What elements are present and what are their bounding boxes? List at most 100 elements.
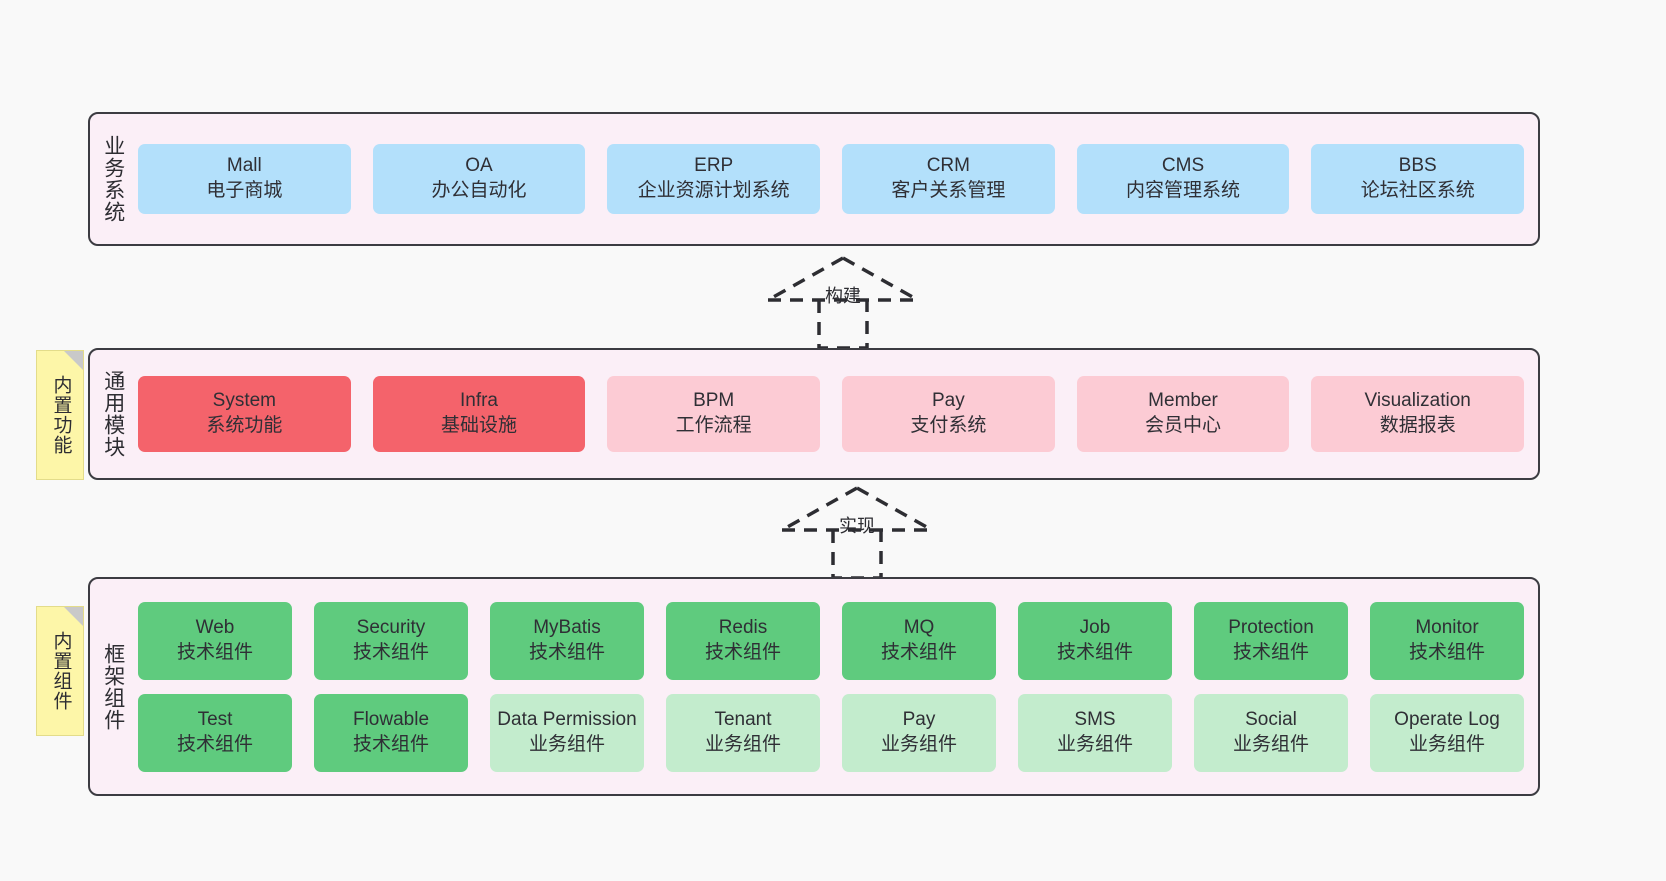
card-mq[interactable]: MQ 技术组件	[842, 601, 996, 680]
card-subtitle: 技术组件	[1056, 641, 1133, 663]
card-subtitle: 基础设施	[441, 415, 518, 436]
layer-general-modules: 通用模块 System 系统功能 Infra 基础设施 BPM 工作流程 Pay…	[88, 348, 1540, 480]
card-flowable[interactable]: Flowable 技术组件	[314, 693, 468, 772]
layer-body-business-system: Mall 电子商城 OA 办公自动化 ERP 企业资源计划系统 CRM 客户关系…	[136, 114, 1538, 244]
card-subtitle: 业务组件	[704, 733, 781, 755]
card-row: Mall 电子商城 OA 办公自动化 ERP 企业资源计划系统 CRM 客户关系…	[138, 144, 1525, 214]
card-operate-log[interactable]: Operate Log 业务组件	[1370, 693, 1524, 772]
folded-corner-icon	[64, 351, 83, 370]
card-subtitle: 技术组件	[880, 641, 957, 663]
layer-body-framework-components: Web 技术组件 Security 技术组件 MyBatis 技术组件 Redi…	[136, 579, 1538, 794]
card-bpm[interactable]: BPM 工作流程	[607, 376, 821, 452]
sticky-note-label: 内置功能	[50, 375, 72, 455]
sticky-note-builtin-features: 内置功能	[36, 350, 84, 480]
sticky-note-label: 内置组件	[50, 631, 72, 711]
card-subtitle: 技术组件	[352, 733, 429, 755]
card-protection[interactable]: Protection 技术组件	[1194, 601, 1348, 680]
folded-corner-icon	[64, 607, 83, 626]
card-subtitle: 办公自动化	[431, 180, 527, 201]
card-member[interactable]: Member 会员中心	[1076, 376, 1290, 452]
card-subtitle: 技术组件	[704, 641, 781, 663]
card-subtitle: 业务组件	[1056, 733, 1133, 755]
card-social[interactable]: Social 业务组件	[1194, 693, 1348, 772]
card-title: Pay	[902, 708, 936, 730]
card-job[interactable]: Job 技术组件	[1018, 601, 1172, 680]
card-row: Web 技术组件 Security 技术组件 MyBatis 技术组件 Redi…	[138, 601, 1524, 680]
card-pay-business[interactable]: Pay 业务组件	[842, 693, 996, 772]
card-title: Social	[1245, 708, 1297, 730]
card-cms[interactable]: CMS 内容管理系统	[1076, 144, 1290, 214]
card-title: Web	[195, 616, 235, 638]
card-title: MyBatis	[533, 616, 601, 638]
card-visualization[interactable]: Visualization 数据报表	[1311, 376, 1525, 452]
card-title: System	[212, 390, 277, 412]
card-title: MQ	[903, 616, 935, 638]
card-subtitle: 数据报表	[1379, 415, 1456, 436]
card-title: BPM	[693, 390, 735, 412]
card-test[interactable]: Test 技术组件	[138, 693, 292, 772]
sticky-note-builtin-components: 内置组件	[36, 606, 84, 736]
card-title: Redis	[718, 616, 768, 638]
card-title: OA	[465, 155, 493, 177]
card-tenant[interactable]: Tenant 业务组件	[666, 693, 820, 772]
card-sms[interactable]: SMS 业务组件	[1018, 693, 1172, 772]
card-web[interactable]: Web 技术组件	[138, 601, 292, 680]
card-subtitle: 技术组件	[352, 641, 429, 663]
card-subtitle: 业务组件	[880, 733, 957, 755]
card-crm[interactable]: CRM 客户关系管理	[842, 144, 1055, 214]
card-mall[interactable]: Mall 电子商城	[138, 144, 351, 214]
card-subtitle: 业务组件	[1408, 733, 1485, 755]
card-subtitle: 技术组件	[528, 641, 605, 663]
connector-implement-label: 实现	[839, 516, 875, 536]
card-subtitle: 会员中心	[1145, 415, 1222, 436]
layer-body-general-modules: System 系统功能 Infra 基础设施 BPM 工作流程 Pay 支付系统…	[136, 350, 1538, 478]
layer-title-business-system: 业务系统	[101, 135, 125, 223]
card-subtitle: 电子商城	[206, 180, 283, 201]
card-bbs[interactable]: BBS 论坛社区系统	[1311, 144, 1525, 214]
layer-title-general-modules: 通用模块	[101, 370, 125, 458]
card-security[interactable]: Security 技术组件	[314, 601, 468, 680]
card-subtitle: 技术组件	[176, 733, 253, 755]
card-title: Tenant	[714, 708, 772, 730]
card-subtitle: 技术组件	[1232, 641, 1309, 663]
connector-build-label: 构建	[825, 286, 861, 306]
card-mybatis[interactable]: MyBatis 技术组件	[490, 601, 644, 680]
card-title: Operate Log	[1394, 708, 1500, 730]
card-subtitle: 技术组件	[1408, 641, 1485, 663]
layer-title-framework-components: 框架组件	[101, 642, 125, 731]
card-subtitle: 技术组件	[176, 641, 253, 663]
card-erp[interactable]: ERP 企业资源计划系统	[607, 144, 821, 214]
card-oa[interactable]: OA 办公自动化	[372, 144, 586, 214]
card-title: Job	[1079, 616, 1111, 638]
card-subtitle: 系统功能	[206, 415, 283, 436]
card-title: Pay	[931, 390, 965, 412]
card-title: SMS	[1074, 708, 1116, 730]
card-pay[interactable]: Pay 支付系统	[842, 376, 1055, 452]
card-title: Member	[1148, 390, 1218, 412]
card-subtitle: 工作流程	[675, 415, 752, 436]
card-title: Security	[356, 616, 426, 638]
card-title: CMS	[1161, 155, 1205, 177]
card-title: Data Permission	[497, 708, 637, 730]
card-monitor[interactable]: Monitor 技术组件	[1370, 601, 1524, 680]
card-data-permission[interactable]: Data Permission 业务组件	[490, 693, 644, 772]
card-redis[interactable]: Redis 技术组件	[666, 601, 820, 680]
card-infra[interactable]: Infra 基础设施	[372, 376, 586, 452]
card-title: Mall	[226, 155, 262, 177]
card-subtitle: 企业资源计划系统	[637, 180, 790, 201]
card-system[interactable]: System 系统功能	[138, 376, 351, 452]
card-row: System 系统功能 Infra 基础设施 BPM 工作流程 Pay 支付系统…	[138, 376, 1525, 452]
card-title: CRM	[926, 155, 970, 177]
card-title: Monitor	[1415, 616, 1479, 638]
layer-business-system: 业务系统 Mall 电子商城 OA 办公自动化 ERP 企业资源计划系统 CRM…	[88, 112, 1540, 246]
card-subtitle: 业务组件	[1232, 733, 1309, 755]
connector-build: 构建	[748, 252, 938, 352]
layer-framework-components: 框架组件 Web 技术组件 Security 技术组件 MyBatis 技术组件…	[88, 577, 1540, 796]
card-title: Infra	[459, 390, 499, 412]
card-title: Protection	[1228, 616, 1314, 638]
card-title: BBS	[1398, 155, 1437, 177]
card-subtitle: 论坛社区系统	[1360, 180, 1475, 201]
card-subtitle: 客户关系管理	[891, 180, 1006, 201]
card-row: Test 技术组件 Flowable 技术组件 Data Permission …	[138, 693, 1524, 772]
